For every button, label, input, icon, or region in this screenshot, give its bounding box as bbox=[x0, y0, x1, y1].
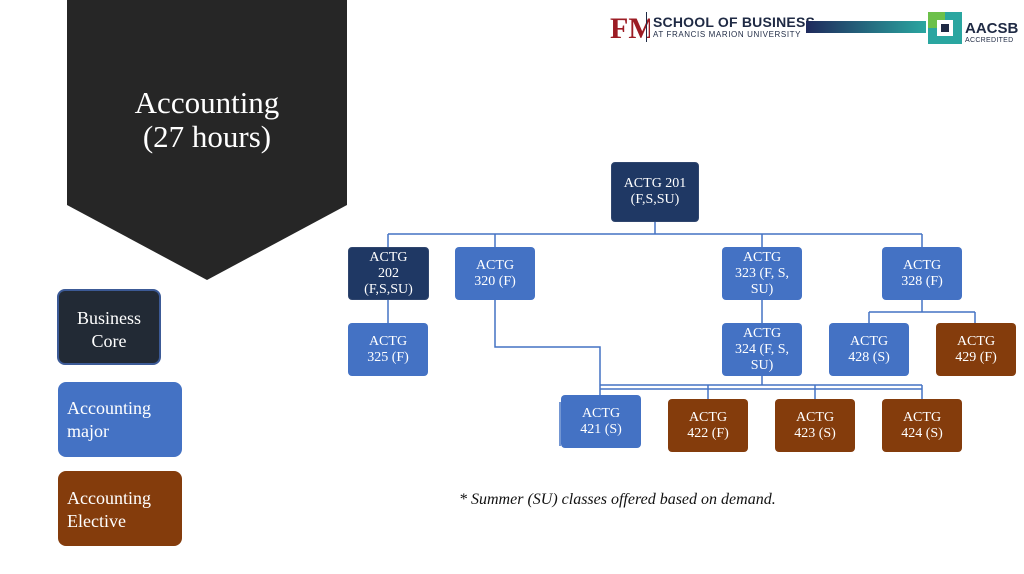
header-gradient-bar bbox=[806, 21, 926, 33]
course-actg-325-line-2: 325 (F) bbox=[367, 349, 409, 365]
logo-divider bbox=[646, 12, 647, 42]
legend-elective-line-2: Elective bbox=[67, 511, 126, 531]
legend-major-line-1: Accounting bbox=[67, 398, 151, 418]
banner-shape bbox=[67, 0, 347, 280]
course-actg-429-line-2: 429 (F) bbox=[955, 349, 997, 365]
fmu-logo: FM bbox=[610, 12, 650, 44]
legend-major-line-2: major bbox=[67, 421, 109, 441]
title-banner: Accounting (27 hours) bbox=[67, 0, 347, 280]
school-name: SCHOOL OF BUSINESS bbox=[653, 14, 816, 30]
legend-core-line-2: Core bbox=[91, 331, 127, 351]
svg-text:FM: FM bbox=[610, 12, 650, 44]
course-actg-324-line-3: SU) bbox=[750, 357, 774, 373]
footnote: * Summer (SU) classes offered based on d… bbox=[459, 491, 776, 508]
aacsb-name: AACSB bbox=[965, 20, 1019, 37]
aacsb-mark-icon bbox=[928, 12, 962, 44]
course-actg-423-line-1: ACTG bbox=[795, 409, 835, 425]
page-title-line-2: (27 hours) bbox=[142, 119, 272, 154]
course-actg-202-line-1: ACTG bbox=[369, 249, 408, 265]
course-actg-325-line-1: ACTG bbox=[368, 333, 408, 349]
course-actg-429-line-1: ACTG bbox=[956, 333, 996, 349]
course-actg-202-line-2: 202 bbox=[377, 265, 399, 281]
course-actg-422-line-2: 422 (F) bbox=[687, 425, 729, 441]
course-actg-421-line-2: 421 (S) bbox=[580, 421, 622, 437]
course-actg-428-line-2: 428 (S) bbox=[848, 349, 890, 365]
course-actg-201: ACTG 201(F,S,SU) bbox=[611, 162, 699, 222]
course-actg-423-line-2: 423 (S) bbox=[794, 425, 836, 441]
legend-business-core: Business Core bbox=[57, 289, 161, 365]
course-actg-201-line-2: (F,S,SU) bbox=[630, 192, 680, 207]
aacsb-subtitle: ACCREDITED bbox=[965, 37, 1014, 44]
course-actg-320-line-1: ACTG bbox=[475, 257, 515, 273]
connector-320-421 bbox=[494, 300, 601, 395]
course-actg-323-line-1: ACTG bbox=[742, 249, 782, 265]
course-actg-201-line-1: ACTG 201 bbox=[623, 176, 687, 191]
page-title-line-1: Accounting bbox=[134, 85, 280, 120]
course-actg-323-line-2: 323 (F, S, bbox=[734, 265, 790, 281]
course-actg-320-line-2: 320 (F) bbox=[474, 273, 516, 289]
school-subtitle: AT FRANCIS MARION UNIVERSITY bbox=[653, 30, 802, 39]
course-actg-424-line-2: 424 (S) bbox=[901, 425, 943, 441]
course-actg-428-line-1: ACTG bbox=[849, 333, 889, 349]
legend-core-line-1: Business bbox=[76, 308, 141, 328]
course-actg-324-line-2: 324 (F, S, bbox=[734, 341, 790, 357]
legend-accounting-elective: Accounting Elective bbox=[58, 471, 182, 546]
course-actg-328-line-1: ACTG bbox=[902, 257, 942, 273]
course-actg-323-line-3: SU) bbox=[750, 281, 774, 297]
course-actg-328-line-2: 328 (F) bbox=[901, 273, 943, 289]
page-title: Accounting (27 hours) bbox=[67, 86, 347, 154]
course-actg-424-line-1: ACTG bbox=[902, 409, 942, 425]
course-actg-324-line-1: ACTG bbox=[742, 325, 782, 341]
course-actg-422-line-1: ACTG bbox=[688, 409, 728, 425]
legend-elective-line-1: Accounting bbox=[67, 488, 151, 508]
course-actg-202-line-3: (F,S,SU) bbox=[364, 281, 413, 297]
legend-accounting-major: Accounting major bbox=[58, 382, 182, 457]
course-actg-421-line-1: ACTG bbox=[581, 405, 621, 421]
